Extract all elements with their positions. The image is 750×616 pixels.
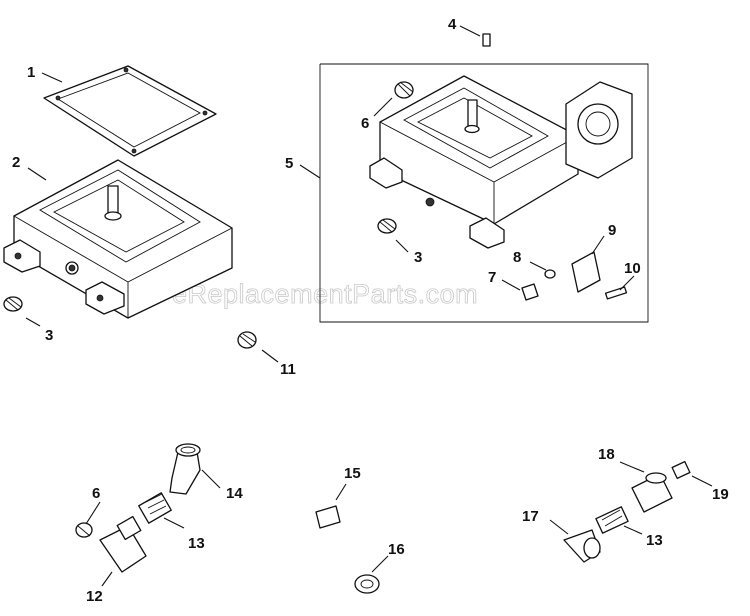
part-nipple-13-left [138,492,172,524]
part-10 [604,286,628,300]
part-plug-6-upper [394,81,414,99]
assembly-5-box [319,63,649,323]
part-7 [521,283,539,301]
part-9 [571,251,601,293]
callout-3-right: 3 [414,249,422,266]
part-tee-12 [99,515,147,573]
callout-17: 17 [522,508,539,525]
part-bushing-16 [354,574,380,594]
watermark: eReplacementParts.com [172,279,478,309]
part-cap-15 [315,505,341,529]
callout-16: 16 [388,541,405,558]
part-housing-assembly [369,75,633,249]
callouts: 1 2 3 4 5 6 3 7 8 9 10 11 6 12 13 14 15 … [12,16,729,605]
callout-14: 14 [226,485,243,502]
part-elbow-14 [169,443,201,495]
callout-10: 10 [624,260,641,277]
callout-5: 5 [285,155,293,172]
part-tee-18 [631,472,673,513]
callout-2: 2 [12,154,20,171]
part-housing [3,159,233,319]
part-pin [482,33,491,47]
callout-3-left: 3 [45,327,53,344]
part-plug-left [3,296,23,312]
callout-13-right: 13 [646,532,663,549]
part-gasket [43,65,217,157]
callout-7: 7 [488,269,496,286]
part-plug-11 [237,331,257,349]
part-plug-19 [671,460,691,480]
callout-8: 8 [513,249,521,266]
callout-1: 1 [27,64,35,81]
part-nipple-13-right [595,506,629,534]
callout-6-lower: 6 [92,485,100,502]
callout-12: 12 [86,588,103,605]
callout-11: 11 [280,361,296,378]
callout-13-left: 13 [188,535,205,552]
callout-4: 4 [448,16,457,33]
part-8 [544,269,556,279]
callout-6-upper: 6 [361,115,369,132]
callout-9: 9 [608,222,616,239]
leader-lines [25,25,713,587]
callout-18: 18 [598,446,615,463]
part-plug-right [377,218,397,234]
part-elbow-17 [563,529,601,563]
callout-19: 19 [712,486,729,503]
part-plug-6-lower [75,522,93,538]
callout-15: 15 [344,465,361,482]
